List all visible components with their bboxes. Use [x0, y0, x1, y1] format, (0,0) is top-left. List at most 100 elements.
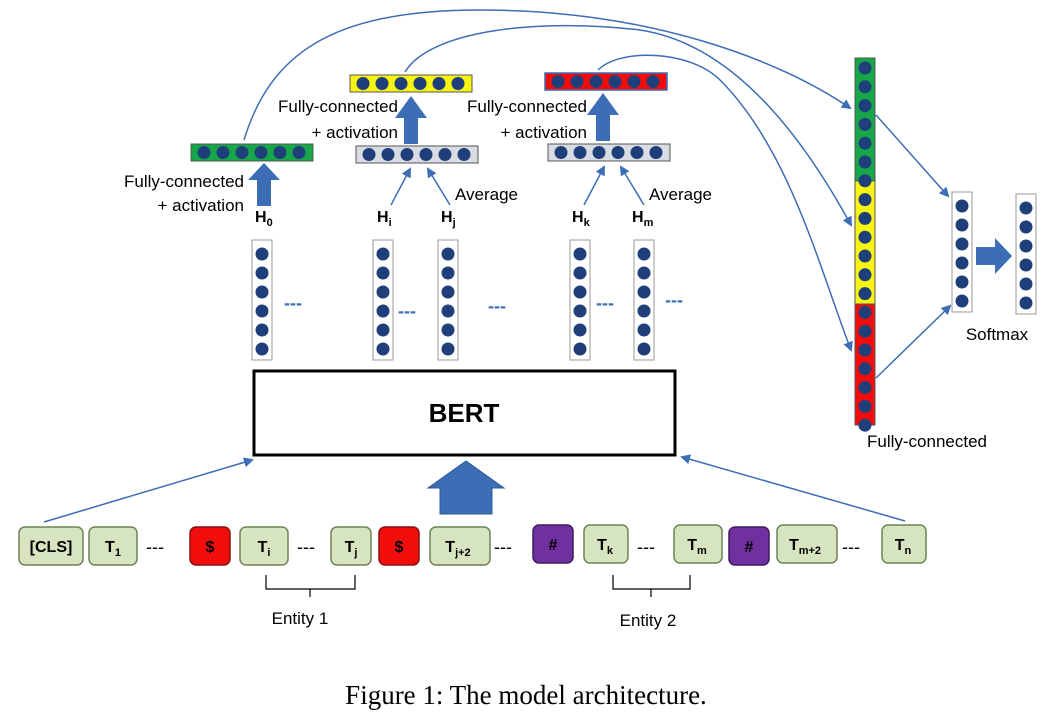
label-h0: H0: [255, 209, 273, 229]
token-tj: Tj: [330, 526, 372, 566]
neuron-dot: [955, 294, 969, 308]
svg-text:$: $: [206, 539, 215, 556]
neuron-dot: [1019, 277, 1033, 291]
neuron-dot: [589, 75, 603, 88]
fully-connected-label: Fully-connected: [867, 432, 987, 451]
token-t1: T1: [88, 526, 138, 566]
neuron-dot: [356, 77, 370, 90]
neuron-dot: [573, 342, 587, 356]
neuron-dot: [255, 247, 269, 261]
neuron-dot: [611, 146, 625, 159]
fc-activation-label-entity1: + activation: [312, 123, 398, 142]
neuron-dot: [376, 266, 390, 280]
neuron-dot: [637, 342, 651, 356]
neuron-dot: [216, 146, 230, 159]
tn-to-bert-arrow: [680, 454, 906, 522]
svg-text:Tj+2: Tj+2: [445, 539, 470, 559]
neuron-dot: [1019, 220, 1033, 234]
neuron-dot: [592, 146, 606, 159]
hidden-ellipsis: ---: [596, 293, 614, 313]
concat-to-fc-arrow: [875, 304, 952, 379]
neuron-dot: [441, 266, 455, 280]
entity1-label: Entity 1: [272, 609, 329, 628]
neuron-dot: [858, 305, 872, 319]
neuron-dot: [858, 399, 872, 413]
token-tm: Tm: [673, 524, 723, 564]
softmax-vector: [1015, 193, 1037, 315]
neuron-dot: [570, 75, 584, 88]
neuron-dot: [637, 266, 651, 280]
entity1-average-vector: [355, 145, 479, 164]
neuron-dot: [955, 275, 969, 289]
fc-activation-label-h0: Fully-connected: [124, 172, 244, 191]
fc-activation-label-entity2: + activation: [501, 123, 587, 142]
hidden-vector-h0: [251, 239, 273, 361]
concatenated-vector: [854, 57, 876, 432]
neuron-dot: [955, 256, 969, 270]
label-hi: Hi: [377, 209, 392, 229]
neuron-dot: [858, 230, 872, 244]
h0-fc-output-vector: [190, 143, 314, 162]
neuron-dot: [197, 146, 211, 159]
neuron-dot: [255, 304, 269, 318]
neuron-dot: [438, 148, 452, 161]
entity2-label: Entity 2: [620, 611, 677, 630]
neuron-dot: [627, 75, 641, 88]
neuron-dot: [858, 155, 872, 169]
neuron-dot: [419, 148, 433, 161]
neuron-dot: [292, 146, 306, 159]
neuron-dot: [858, 193, 872, 207]
token-ellipsis: ---: [297, 537, 315, 557]
neuron-dot: [362, 148, 376, 161]
token-ellipsis: ---: [146, 537, 164, 557]
neuron-dot: [955, 218, 969, 232]
neuron-dot: [858, 136, 872, 150]
svg-text:#: #: [745, 539, 754, 556]
neuron-dot: [955, 237, 969, 251]
average-label-entity1: Average: [455, 185, 518, 204]
svg-text:Tm: Tm: [687, 537, 707, 557]
neuron-dot: [858, 268, 872, 282]
hidden-vector-hk: [569, 239, 591, 361]
token-tm-plus-2: Tm+2: [776, 524, 838, 564]
fc-arrow-entity1: [395, 96, 427, 144]
token-tk: Tk: [583, 524, 629, 564]
neuron-dot: [441, 323, 455, 337]
neuron-dot: [551, 75, 565, 88]
token-ellipsis: ---: [494, 537, 512, 557]
fc-arrow-entity2: [587, 93, 619, 141]
neuron-dot: [273, 146, 287, 159]
svg-text:Tm+2: Tm+2: [789, 537, 821, 557]
bert-input-arrow: [426, 460, 506, 515]
hidden-ellipsis: ---: [488, 296, 506, 316]
concat-to-fc-arrow: [875, 114, 950, 198]
token-dollar-marker: $: [378, 526, 420, 566]
cls-to-bert-arrow: [43, 457, 254, 523]
hidden-vector-hi: [372, 239, 394, 361]
neuron-dot: [376, 323, 390, 337]
neuron-dot: [573, 285, 587, 299]
neuron-dot: [441, 342, 455, 356]
label-hm: Hm: [632, 209, 654, 229]
fc-activation-label-h0: + activation: [158, 196, 244, 215]
hidden-vector-hj: [437, 239, 459, 361]
fc-arrow-h0: [248, 163, 280, 206]
neuron-dot: [441, 285, 455, 299]
neuron-dot: [858, 418, 872, 432]
entity1-fc-output-vector: [349, 74, 473, 93]
fc-activation-label-entity2: Fully-connected: [467, 97, 587, 116]
average-arrow: [583, 165, 605, 206]
neuron-dot: [254, 146, 268, 159]
neuron-dot: [608, 75, 622, 88]
svg-text:Ti: Ti: [258, 539, 271, 559]
neuron-dot: [573, 323, 587, 337]
neuron-dot: [955, 199, 969, 213]
neuron-dot: [441, 247, 455, 261]
svg-text:Tk: Tk: [597, 537, 614, 557]
bert-box: [252, 369, 677, 457]
neuron-dot: [376, 285, 390, 299]
neuron-dot: [646, 75, 660, 88]
neuron-dot: [858, 343, 872, 357]
token-ti: Ti: [239, 526, 289, 566]
neuron-dot: [630, 146, 644, 159]
